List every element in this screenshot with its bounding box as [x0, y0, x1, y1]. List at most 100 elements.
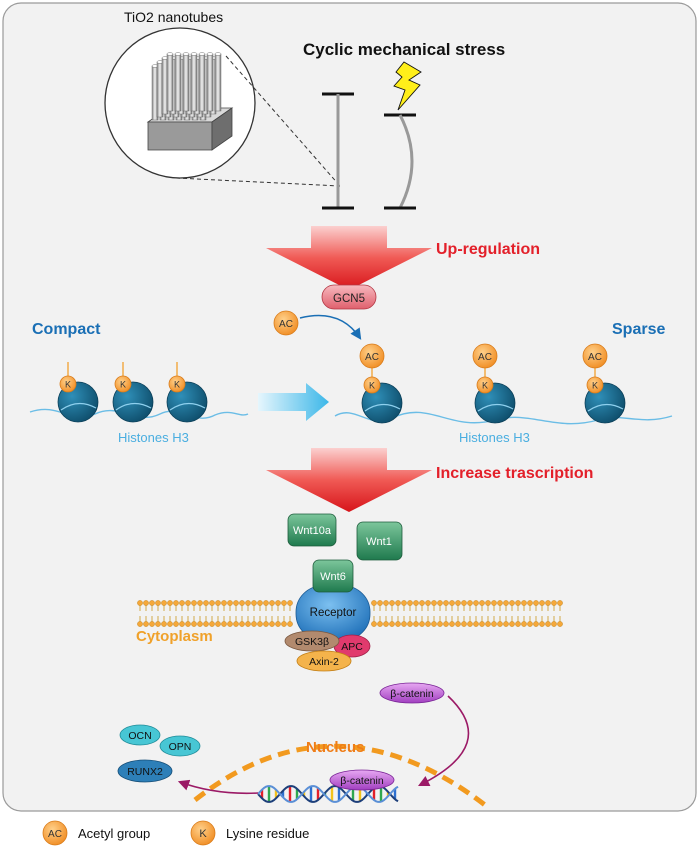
lysine-residue	[363, 376, 381, 394]
gsk3b-protein: GSK3β	[284, 630, 340, 652]
wnt10a-label: Wnt10a	[293, 525, 332, 537]
legend-k-text: Lysine residue	[226, 826, 309, 841]
nuclear-envelope	[193, 743, 487, 807]
lysine-residue	[59, 375, 77, 393]
wnt6-label: Wnt6	[320, 571, 346, 583]
beta-catenin-cytoplasm: β-catenin	[379, 682, 445, 704]
k-label: K	[482, 381, 488, 391]
acetyl-group	[359, 343, 385, 369]
expression-arrow	[177, 779, 259, 795]
ac-label: AC	[478, 352, 492, 363]
gcn5-enzyme: GCN5	[321, 284, 377, 310]
nanotube	[198, 53, 206, 112]
free-acetyl: AC	[273, 310, 299, 336]
bcat-nuc-label: β-catenin	[340, 775, 384, 787]
nucleosome: K	[112, 362, 154, 423]
nanotube-top	[190, 52, 198, 56]
nucleosome: AC K	[472, 343, 516, 424]
lysine-residue	[168, 375, 186, 393]
receptor-label: Receptor	[310, 607, 357, 619]
nanotube	[182, 53, 190, 112]
tio2-label: TiO2 nanotubes	[124, 9, 223, 25]
stressed-substrate	[384, 113, 416, 210]
acetyl-icon	[42, 820, 68, 846]
ocn-gene: OCN	[119, 724, 161, 746]
nanotube-top	[182, 52, 190, 56]
lightning-icon	[393, 61, 422, 111]
legend-k-symbol: K	[199, 828, 207, 840]
k-label: K	[120, 380, 126, 390]
nanotube	[206, 53, 214, 112]
relaxed-substrate	[322, 92, 354, 210]
bcat-top-label: β-catenin	[390, 688, 434, 700]
ocn-label: OCN	[128, 730, 151, 742]
nucleosome: K	[57, 362, 99, 423]
legend-ac-text: Acetyl group	[78, 826, 150, 841]
apc-protein: APC	[333, 634, 371, 658]
apc-label: APC	[341, 641, 363, 653]
upregulation-arrow	[266, 226, 432, 290]
opn-label: OPN	[169, 741, 192, 753]
nanotube-top	[166, 52, 174, 56]
nucleosome: K	[166, 362, 208, 423]
translocation-arrow	[417, 695, 470, 787]
k-label: K	[369, 381, 375, 391]
k-label: K	[65, 380, 71, 390]
wnt1-protein: Wnt1	[356, 521, 403, 561]
wnt1-label: Wnt1	[366, 536, 392, 548]
nanotube-top	[198, 52, 206, 56]
lysine-residue	[476, 376, 494, 394]
compact-label: Compact	[32, 321, 101, 338]
nanotube-top	[214, 52, 222, 56]
zoom-line	[225, 55, 341, 187]
histones-right-label: Histones H3	[459, 430, 530, 445]
wnt10a-protein: Wnt10a	[287, 513, 337, 547]
cell-membrane	[137, 600, 563, 627]
cytoplasm-label: Cytoplasm	[136, 628, 213, 645]
remodel-arrow	[258, 383, 329, 421]
nanotube-top	[206, 52, 214, 56]
k-label: K	[174, 380, 180, 390]
legend: AC Acetyl group K Lysine residue	[42, 820, 309, 846]
nanotube	[190, 53, 198, 112]
transcription-arrow	[266, 448, 432, 512]
lysine-residue	[586, 376, 604, 394]
acetylation-arrow	[299, 314, 362, 340]
stress-title: Cyclic mechanical stress	[303, 40, 505, 59]
axin2-protein: Axin-2	[296, 650, 352, 672]
legend-k-item: K Lysine residue	[190, 820, 309, 846]
gcn5-label: GCN5	[333, 293, 365, 305]
nucleosome: AC K	[359, 343, 403, 424]
wnt6-protein: Wnt6	[312, 559, 354, 593]
k-label: K	[592, 381, 598, 391]
acetyl-group	[582, 343, 608, 369]
lysine-residue	[114, 375, 132, 393]
legend-ac-item: AC Acetyl group	[42, 820, 150, 846]
ac-label: AC	[365, 352, 379, 363]
nanotube	[214, 53, 222, 112]
runx2-gene: RUNX2	[117, 759, 173, 783]
zoom-line	[175, 177, 341, 187]
ac-label: AC	[588, 352, 602, 363]
nucleus-label: Nucleus	[306, 739, 364, 756]
nanotube-inset	[104, 27, 256, 179]
ac-label: AC	[279, 319, 293, 330]
runx2-label: RUNX2	[127, 766, 163, 778]
lysine-icon	[190, 820, 216, 846]
sparse-label: Sparse	[612, 321, 665, 338]
increase-label: Increase trascription	[436, 465, 593, 482]
gsk3b-label: GSK3β	[295, 636, 329, 648]
upregulation-label: Up-regulation	[436, 241, 540, 258]
opn-gene: OPN	[159, 735, 201, 757]
nanotube	[166, 53, 174, 112]
nucleosome: AC K	[582, 343, 626, 424]
axin2-label: Axin-2	[309, 656, 339, 668]
acetyl-group	[472, 343, 498, 369]
histones-left-label: Histones H3	[118, 430, 189, 445]
nanotube	[174, 53, 182, 112]
beta-catenin-nucleus: β-catenin	[329, 769, 395, 791]
legend-ac-symbol: AC	[48, 829, 62, 840]
nanotube-top	[174, 52, 182, 56]
